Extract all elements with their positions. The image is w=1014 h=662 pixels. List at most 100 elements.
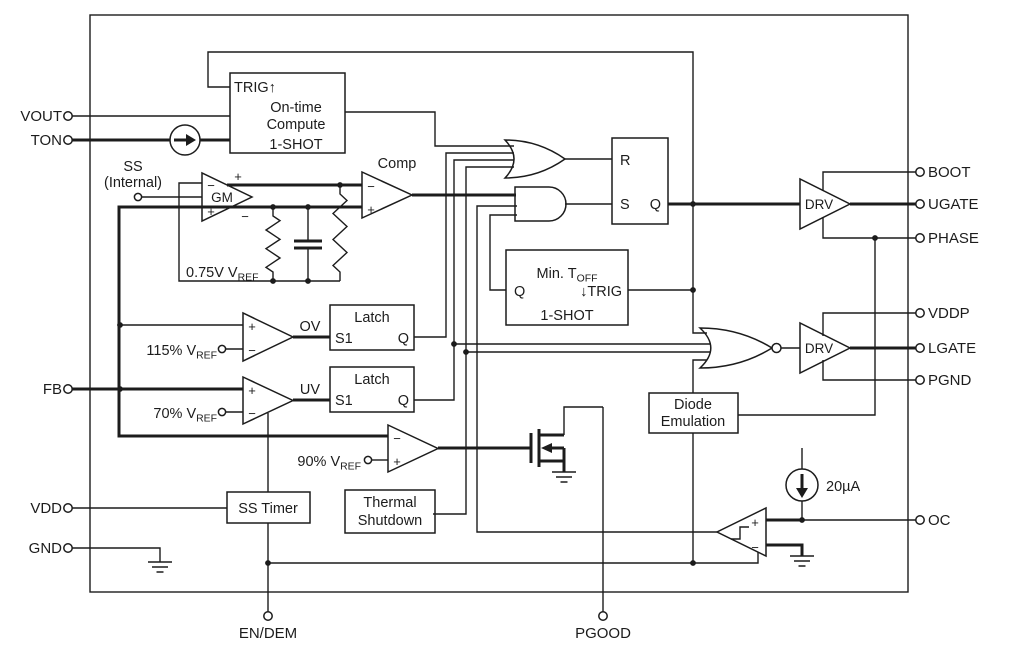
junction-dot [690,201,696,207]
oc-20ua-current-source-arrow-head [796,488,808,498]
nor-to-diode-emulation-wire [692,359,707,393]
vref115-terminal [217,344,227,354]
comp-resistor-1 [264,207,282,281]
min-toff-one-shot-block-label-3: 1-SHOT [540,308,593,324]
junction-dot [690,287,696,293]
junction-dot [270,278,276,284]
vref-90-label: 90% VREF [297,454,361,473]
rs-latch-block-label-0: R [620,153,630,169]
gm-in-plus-sign: + [207,204,215,219]
pin-label-ugate: UGATE [928,196,979,213]
min-toff-one-shot-block [505,249,629,326]
pin-vddp [915,308,925,318]
pin-label-pgood: PGOOD [575,625,631,642]
ov-comparator [242,311,295,363]
pgood-pulldown-fet-body-arrow [541,443,552,453]
ov-latch-block [329,304,415,351]
n90-plus-sign: + [393,454,401,469]
uv-latch-block [329,366,415,413]
ton-current-source-arrow-head [186,134,196,146]
vref70-terminal [217,407,227,417]
uv-signal-label: UV [300,382,320,398]
thermal-shutdown-block-label-0: Thermal [363,495,416,511]
comp-plus-sign: + [367,202,375,217]
vref-70-label: 70% VREF [153,406,217,425]
oc-to-and-wire [476,205,717,533]
comp-resistor-2 [331,185,349,281]
uv-latch-to-or-wire [414,159,514,401]
pin-label-lgate: LGATE [928,340,976,357]
min-toff-one-shot-block-label-0: Min. TOFF [537,266,598,285]
on-time-compute-block [229,72,346,154]
gm-label: GM [211,190,233,205]
comp-comparator [361,170,414,220]
uv-plus-sign: + [248,383,256,398]
pin-lgate [915,343,925,353]
pin-ton [63,135,73,145]
junction-dot [270,204,276,210]
rs-latch-block-label-1: S [620,197,630,213]
pin-label-oc: OC [928,512,951,529]
lgate-nor-gate-bubble [771,342,782,354]
comp-label: Comp [378,156,417,172]
ov-plus-sign: + [248,319,256,334]
trig-feedback-wire [207,51,694,204]
oc-plus-sign: + [751,515,759,530]
boot-wire [822,171,916,191]
ov-minus-sign: − [248,343,256,358]
oc-minus-wire [766,543,804,556]
rs-latch-block-label-2: Q [650,197,661,213]
pin-label-vdd: VDD [30,500,62,517]
ov-latch-block-label-0: Latch [354,310,389,326]
pin-label-en-dem: EN/DEM [239,625,297,642]
vddp-wire [822,312,916,336]
set-and-gate [514,186,567,222]
oc-ground-symbol [790,555,814,567]
pin-label-boot: BOOT [928,164,971,181]
ic-border [89,14,909,593]
pin-label-fb: FB [43,381,62,398]
diode-emulation-phase-wire [738,238,876,416]
on-time-compute-block-label-1: On-time [270,100,322,116]
pin-label-ton: TON [31,132,62,149]
pin-en-dem [263,611,273,621]
vref-115-label: 115% VREF [146,343,217,362]
ov-signal-label: OV [300,319,321,335]
junction-dot [305,278,311,284]
junction-dot [451,341,457,347]
pin-label-vout: VOUT [20,108,62,125]
gm-out-minus-sign: − [241,209,249,224]
q-to-nor-wire [692,290,707,334]
vref-075-label: 0.75V VREF [186,265,258,284]
pin-phase [915,233,925,243]
pgnd-wire [822,360,916,381]
uv-latch-block-label-0: Latch [354,372,389,388]
fet-drain-wire [563,406,603,435]
endem-horizontal-wire [268,552,759,564]
pin-ugate [915,199,925,209]
junction-dot [265,560,271,566]
uv-minus-sign: − [248,406,256,421]
pin-vout [63,111,73,121]
drv-upper-label: DRV [805,197,833,212]
fb-gm-loop-wire [117,205,388,438]
hysteresis-icon [731,526,749,540]
junction-dot [463,349,469,355]
junction-dot [117,322,123,328]
uv-latch-block-label-2: Q [398,393,409,409]
pgood-90pct-comparator [387,423,440,474]
drv-lower-label: DRV [805,341,833,356]
gm-out-plus-sign: + [234,169,242,184]
pin-gnd [63,543,73,553]
ss-terminal [133,192,143,202]
current-20ua-label: 20µA [826,479,860,495]
uv-comparator [242,375,295,426]
pgood-fet-ground-symbol [552,471,576,483]
on-time-compute-block-label-0: TRIG↑ [234,80,276,96]
phase-wire [822,217,916,239]
pin-fb [63,384,73,394]
min-toff-one-shot-block-label-2: ↓TRIG [580,284,622,300]
pin-label-pgnd: PGND [928,372,972,389]
pin-label-gnd: GND [29,540,63,557]
